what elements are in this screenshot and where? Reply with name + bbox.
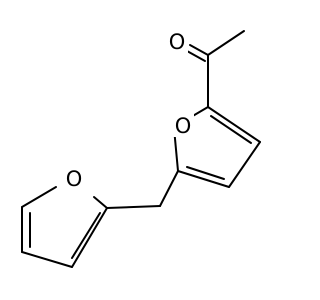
bond-c5-c4 xyxy=(177,170,230,188)
oxygen-label-ring-left: O xyxy=(66,167,83,191)
bond-o-c5prime xyxy=(21,186,57,208)
furan-ring-left xyxy=(21,186,108,268)
bond-c5-ch2 xyxy=(159,170,179,207)
bond-carbonyl-double-2 xyxy=(186,50,206,62)
bond-c5-c4-inner xyxy=(186,166,225,180)
bond-c3prime-c2prime-inner xyxy=(71,212,101,259)
atom-oxygen-ring-right: O xyxy=(172,113,194,138)
bond-c2prime-o xyxy=(93,196,108,209)
bond-c4-c3 xyxy=(228,141,261,188)
bond-carbonyl-methyl xyxy=(207,30,245,56)
bond-c3prime-c2prime xyxy=(71,207,108,268)
oxygen-label-carbonyl: O xyxy=(169,30,186,54)
oxygen-label-ring-right: O xyxy=(175,114,192,138)
acetyl-group xyxy=(186,30,245,108)
structure-diagram: O O O xyxy=(21,29,261,268)
methylene-bridge xyxy=(106,170,179,209)
bond-ch2-c2prime xyxy=(106,205,161,209)
atom-oxygen-carbonyl: O xyxy=(166,29,188,54)
bond-c3-c2-inner xyxy=(210,115,252,144)
bond-c4prime-c3prime xyxy=(21,251,73,268)
atom-oxygen-ring-left: O xyxy=(63,166,85,191)
bond-c3-c2 xyxy=(207,106,261,143)
bond-carbonyl-double-1 xyxy=(189,44,209,56)
